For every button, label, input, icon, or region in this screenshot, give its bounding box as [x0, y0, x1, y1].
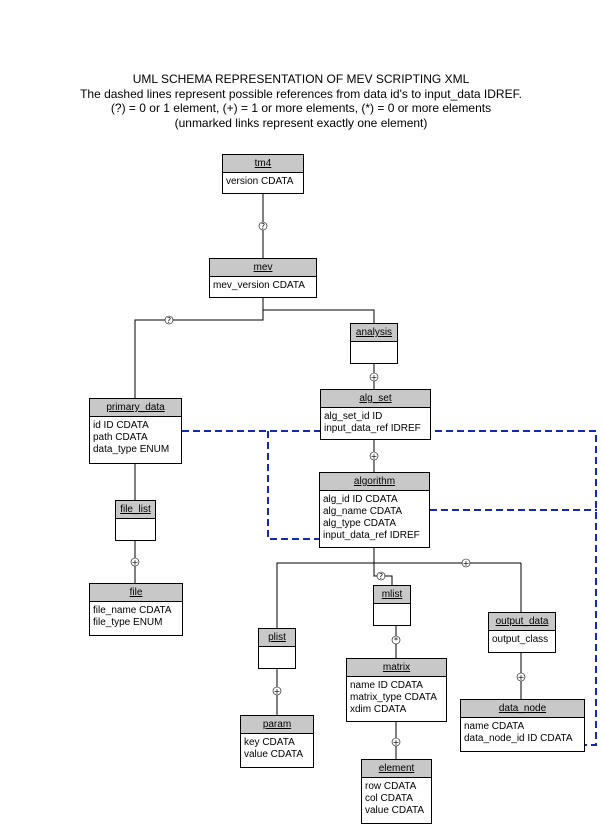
node-matrix[interactable]: matrix name ID CDATA matrix_type CDATA x…	[346, 658, 447, 722]
attribute: value CDATA	[365, 805, 425, 816]
marker-file-list-file	[130, 557, 140, 567]
marker-label-output-data-data-node: +	[518, 673, 525, 682]
node-algorithm-title: algorithm	[320, 473, 429, 491]
node-element-title: element	[362, 760, 431, 778]
node-matrix-title: matrix	[347, 659, 446, 677]
node-data-node-attributes: name CDATA data_node_id ID CDATA	[461, 718, 584, 747]
attribute: file_type ENUM	[93, 617, 163, 628]
marker-tm4-mev	[258, 221, 268, 231]
attribute: output_class	[492, 634, 549, 645]
marker-output-data-data-node	[516, 672, 526, 682]
legend-unmarked-links: (unmarked links represent exactly one el…	[174, 115, 428, 130]
attribute: mev_version CDATA	[213, 280, 305, 291]
node-mev[interactable]: mev mev_version CDATA	[209, 258, 317, 298]
marker-algorithm-output-data	[461, 558, 471, 568]
marker-label-matrix-element: +	[393, 738, 400, 747]
node-primary-data-attributes: id ID CDATA path CDATA data_type ENUM	[90, 417, 181, 458]
attribute: xdim CDATA	[350, 704, 407, 715]
attribute: file_name CDATA	[93, 605, 172, 616]
diagram-title: UML SCHEMA REPRESENTATION OF MEV SCRIPTI…	[132, 72, 470, 86]
node-file-title: file	[90, 584, 182, 602]
node-element-attributes: row CDATA col CDATA value CDATA	[362, 778, 431, 819]
marker-matrix-element	[391, 737, 401, 747]
node-data-node-title: data_node	[461, 700, 584, 718]
node-output-data-attributes: output_class	[489, 631, 555, 648]
node-element[interactable]: element row CDATA col CDATA value CDATA	[361, 759, 432, 824]
node-analysis-title: analysis	[351, 324, 397, 342]
link-mev-analysis	[263, 309, 375, 323]
attribute: name ID CDATA	[350, 680, 423, 691]
node-alg-set[interactable]: alg_set alg_set_id ID input_data_ref IDR…	[320, 389, 431, 440]
node-algorithm-attributes: alg_id ID CDATA alg_name CDATA alg_type …	[320, 491, 429, 544]
attribute: input_data_ref IDREF	[323, 530, 420, 541]
reference-primary-to-algorithm	[267, 431, 320, 540]
attribute: col CDATA	[365, 793, 413, 804]
marker-plist-param	[272, 686, 282, 696]
node-file-list[interactable]: file_list	[115, 500, 156, 541]
attribute: alg_id ID CDATA	[323, 494, 398, 505]
marker-label-tm4-mev: ?	[261, 222, 265, 231]
marker-analysis-alg-set	[369, 372, 379, 382]
node-primary-data-title: primary_data	[90, 399, 181, 417]
marker-label-analysis-alg-set: +	[371, 373, 378, 382]
node-mev-title: mev	[210, 259, 316, 277]
node-file-list-title: file_list	[116, 501, 155, 519]
attribute: row CDATA	[365, 781, 417, 792]
attribute: name CDATA	[464, 721, 525, 732]
attribute: value CDATA	[244, 749, 304, 760]
marker-label-mlist-matrix: *	[394, 636, 398, 645]
node-algorithm[interactable]: algorithm alg_id ID CDATA alg_name CDATA…	[319, 472, 430, 548]
node-mev-attributes: mev_version CDATA	[210, 277, 316, 294]
node-output-data[interactable]: output_data output_class	[488, 612, 556, 653]
attribute: alg_set_id ID	[324, 411, 383, 422]
legend-dashed-lines: The dashed lines represent possible refe…	[80, 86, 522, 101]
attribute: matrix_type CDATA	[350, 692, 437, 703]
attribute: id ID CDATA	[93, 420, 149, 431]
node-alg-set-title: alg_set	[321, 390, 430, 408]
attribute: version CDATA	[226, 176, 294, 187]
legend-multiplicity: (?) = 0 or 1 element, (+) = 1 or more el…	[110, 101, 492, 115]
node-tm4-attributes: version CDATA	[223, 173, 303, 190]
node-file-attributes: file_name CDATA file_type ENUM	[90, 602, 182, 631]
node-tm4-title: tm4	[223, 155, 303, 173]
link-algorithm-plist	[276, 548, 375, 628]
attribute: data_node_id ID CDATA	[464, 733, 573, 744]
node-tm4[interactable]: tm4 version CDATA	[222, 154, 304, 194]
attribute: alg_name CDATA	[323, 506, 403, 517]
attribute: data_type ENUM	[93, 444, 170, 455]
node-plist-title: plist	[259, 629, 295, 647]
node-analysis[interactable]: analysis	[350, 323, 398, 364]
node-plist[interactable]: plist	[258, 628, 296, 669]
node-mlist-title: mlist	[374, 586, 410, 604]
marker-label-plist-param: +	[274, 687, 281, 696]
marker-algorithm-mlist	[376, 571, 386, 581]
marker-label-alg-set-algorithm: +	[371, 452, 378, 461]
marker-label-file-list-file: +	[132, 558, 139, 567]
node-mlist[interactable]: mlist	[373, 585, 411, 626]
attribute: path CDATA	[93, 432, 148, 443]
marker-alg-set-algorithm	[369, 451, 379, 461]
attribute: alg_type CDATA	[323, 518, 396, 529]
node-param-attributes: key CDATA value CDATA	[241, 734, 313, 763]
marker-mlist-matrix	[391, 635, 401, 645]
node-file[interactable]: file file_name CDATA file_type ENUM	[89, 583, 183, 636]
marker-mev-primary-data	[164, 315, 174, 325]
link-mev-primary-data	[134, 298, 264, 398]
diagram-header: UML SCHEMA REPRESENTATION OF MEV SCRIPTI…	[0, 72, 602, 130]
node-matrix-attributes: name ID CDATA matrix_type CDATA xdim CDA…	[347, 677, 446, 718]
attribute: key CDATA	[244, 737, 295, 748]
node-data-node[interactable]: data_node name CDATA data_node_id ID CDA…	[460, 699, 585, 752]
marker-label-mev-primary-data: ?	[167, 316, 171, 325]
node-param-title: param	[241, 716, 313, 734]
marker-label-algorithm-mlist: ?	[379, 572, 383, 581]
node-primary-data[interactable]: primary_data id ID CDATA path CDATA data…	[89, 398, 182, 464]
node-param[interactable]: param key CDATA value CDATA	[240, 715, 314, 768]
marker-label-algorithm-output-data: +	[463, 559, 470, 568]
attribute: input_data_ref IDREF	[324, 423, 421, 434]
node-alg-set-attributes: alg_set_id ID input_data_ref IDREF	[321, 408, 430, 437]
node-output-data-title: output_data	[489, 613, 555, 631]
